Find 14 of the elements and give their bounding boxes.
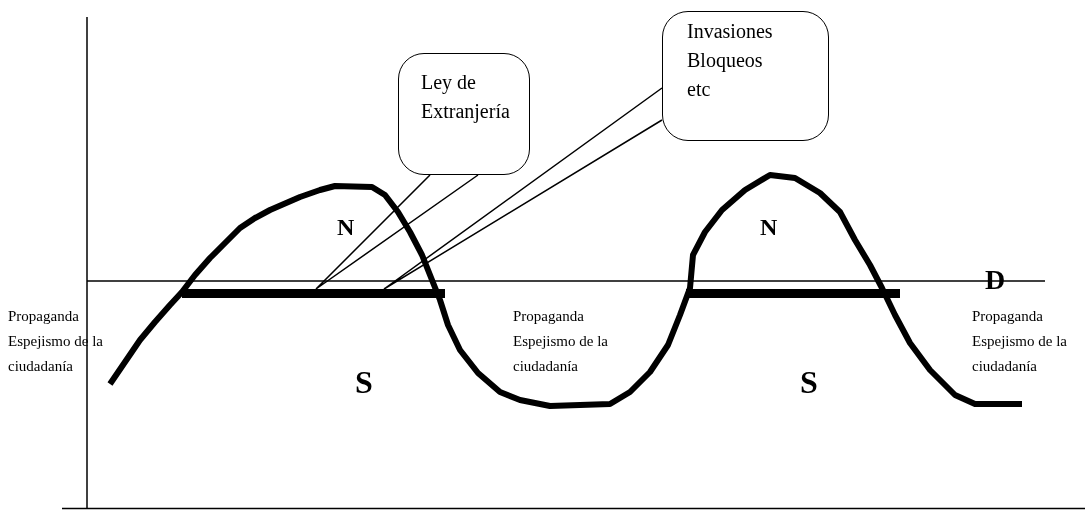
- region-letter: S: [355, 363, 373, 402]
- callout-pointer: [383, 87, 663, 290]
- annotation-text: Propaganda Espejismo de la ciudadanía: [972, 307, 1068, 376]
- callout-bubble: [398, 53, 530, 175]
- annotation-text: Propaganda Espejismo de la ciudadanía: [513, 307, 609, 376]
- region-letter: N: [337, 213, 355, 242]
- thick-bar: [686, 289, 900, 298]
- region-letter: N: [760, 213, 778, 242]
- thick-bar: [182, 289, 445, 298]
- callout-text: Invasiones Bloqueos etc: [687, 19, 774, 102]
- region-letter: S: [800, 363, 818, 402]
- callout-text: Ley de Extranjería: [421, 70, 511, 125]
- callout-bubble: [662, 11, 829, 141]
- callout-pointer: [315, 174, 479, 290]
